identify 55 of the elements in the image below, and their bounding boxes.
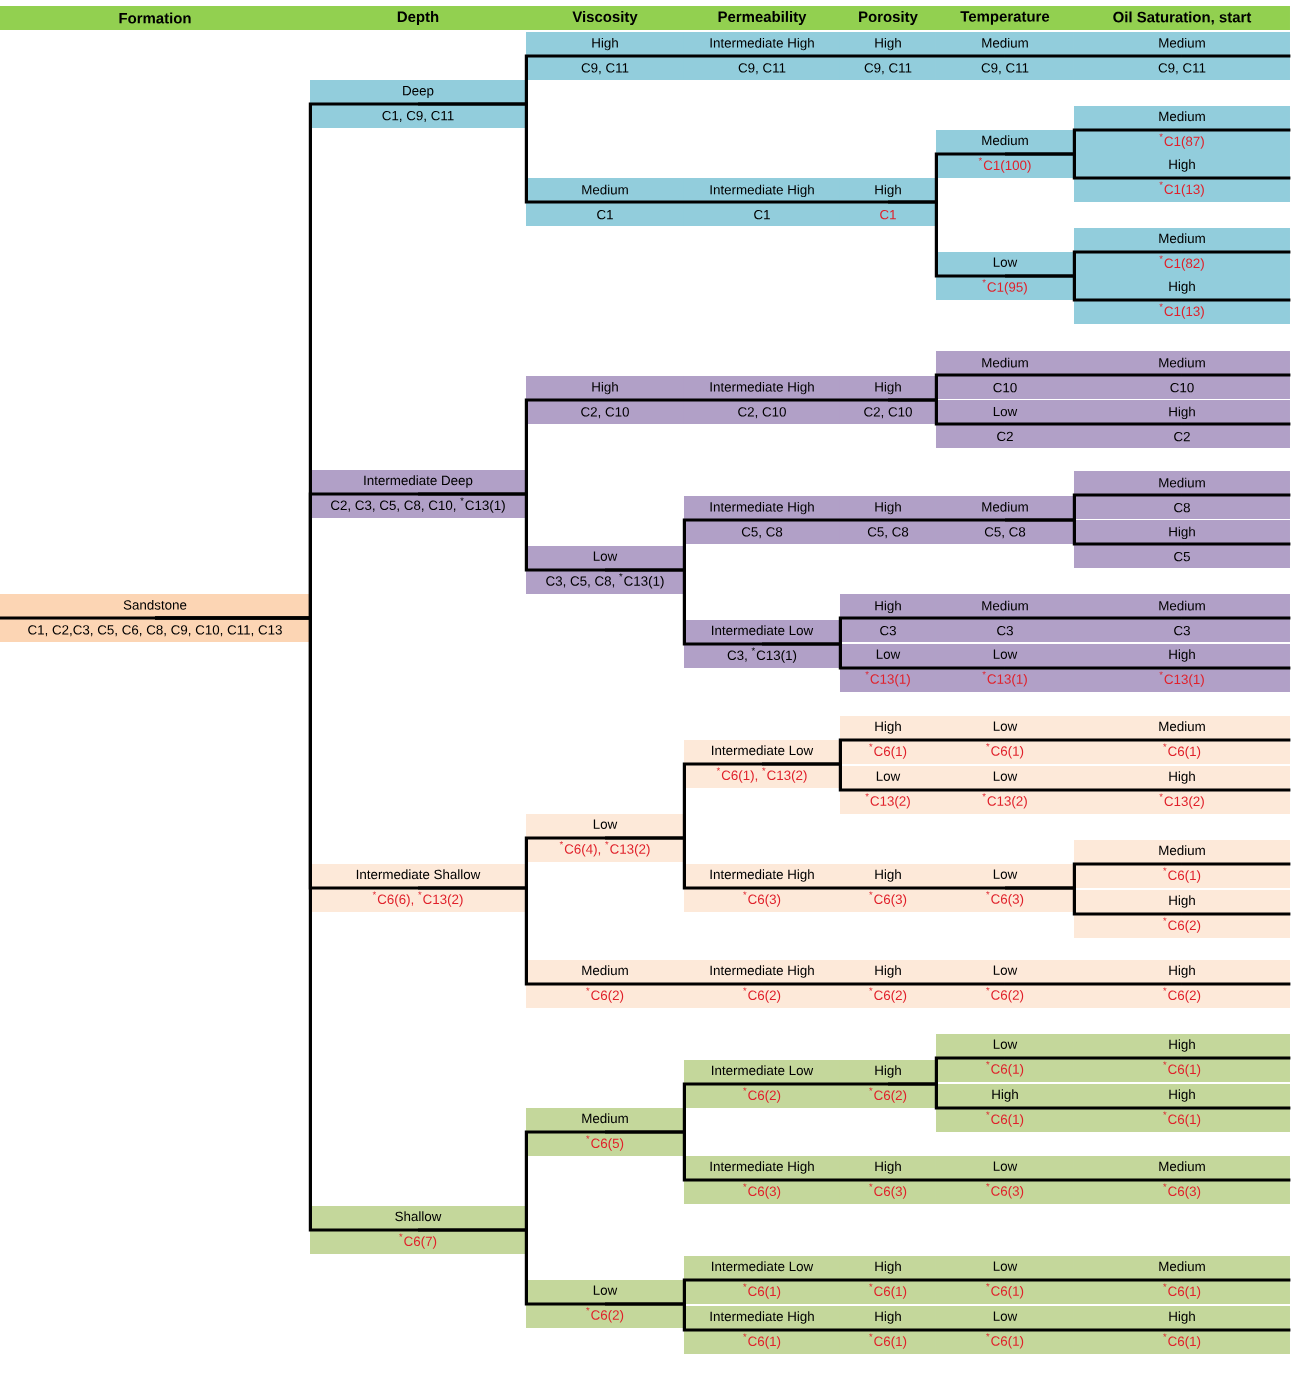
tree-connector xyxy=(1005,788,1182,792)
tree-connector xyxy=(762,762,888,792)
tree-connector xyxy=(762,518,888,522)
tree-connector xyxy=(888,788,1005,792)
tree-connector xyxy=(888,666,1005,670)
tree-connector xyxy=(1005,1278,1182,1282)
tree-connector xyxy=(888,616,1005,620)
tree-connector xyxy=(155,616,418,1232)
tree-connector xyxy=(888,1178,1005,1182)
tree-connector xyxy=(762,1328,888,1332)
tree-connector xyxy=(888,398,1005,426)
tree-connector xyxy=(1005,1106,1182,1110)
tree-connector xyxy=(1005,152,1182,180)
tree-connector xyxy=(1005,616,1182,620)
tree-connector xyxy=(418,1228,605,1306)
tree-connector xyxy=(888,1278,1005,1282)
tree-connector xyxy=(605,1130,762,1182)
tree-connector xyxy=(762,1178,888,1182)
tree-connector xyxy=(1005,738,1182,742)
tree-connector xyxy=(888,982,1005,986)
tree-connector xyxy=(1005,1056,1182,1060)
tree-connector xyxy=(888,738,1005,742)
tree-connector xyxy=(762,982,888,986)
tree-connector xyxy=(1005,982,1182,986)
tree-connector xyxy=(888,1082,1005,1110)
tree-connector xyxy=(605,54,762,58)
tree-connector xyxy=(762,886,888,890)
tree-connector xyxy=(418,102,605,204)
tree-connector xyxy=(418,886,605,986)
tree-connector xyxy=(418,492,605,572)
tree-connector xyxy=(762,642,888,670)
tree-connector xyxy=(762,200,888,204)
tree-connector xyxy=(605,1302,762,1332)
tree-connector xyxy=(1005,1328,1182,1332)
tree-connector xyxy=(605,200,762,204)
tree-connector xyxy=(888,54,1005,58)
tree-connector xyxy=(888,886,1005,890)
tree-connector xyxy=(762,398,888,402)
tree-connector xyxy=(888,518,1005,522)
tree-connector xyxy=(888,200,1005,278)
tree-connector xyxy=(1005,373,1182,377)
tree-connector xyxy=(605,568,762,646)
tree-connector xyxy=(1005,1178,1182,1182)
tree-connector xyxy=(1005,274,1182,302)
tree-connector xyxy=(762,1278,888,1282)
tree-connector xyxy=(762,1082,888,1086)
tree-connector xyxy=(605,398,762,402)
tree-connector xyxy=(1005,54,1182,58)
tree-connector xyxy=(762,54,888,58)
tree-connector xyxy=(888,1328,1005,1332)
tree-connector xyxy=(1005,666,1182,670)
tree-connector xyxy=(605,836,762,890)
tree-connector xyxy=(605,982,762,986)
tree-connector xyxy=(1005,518,1182,546)
tree-connector xyxy=(1005,422,1182,426)
